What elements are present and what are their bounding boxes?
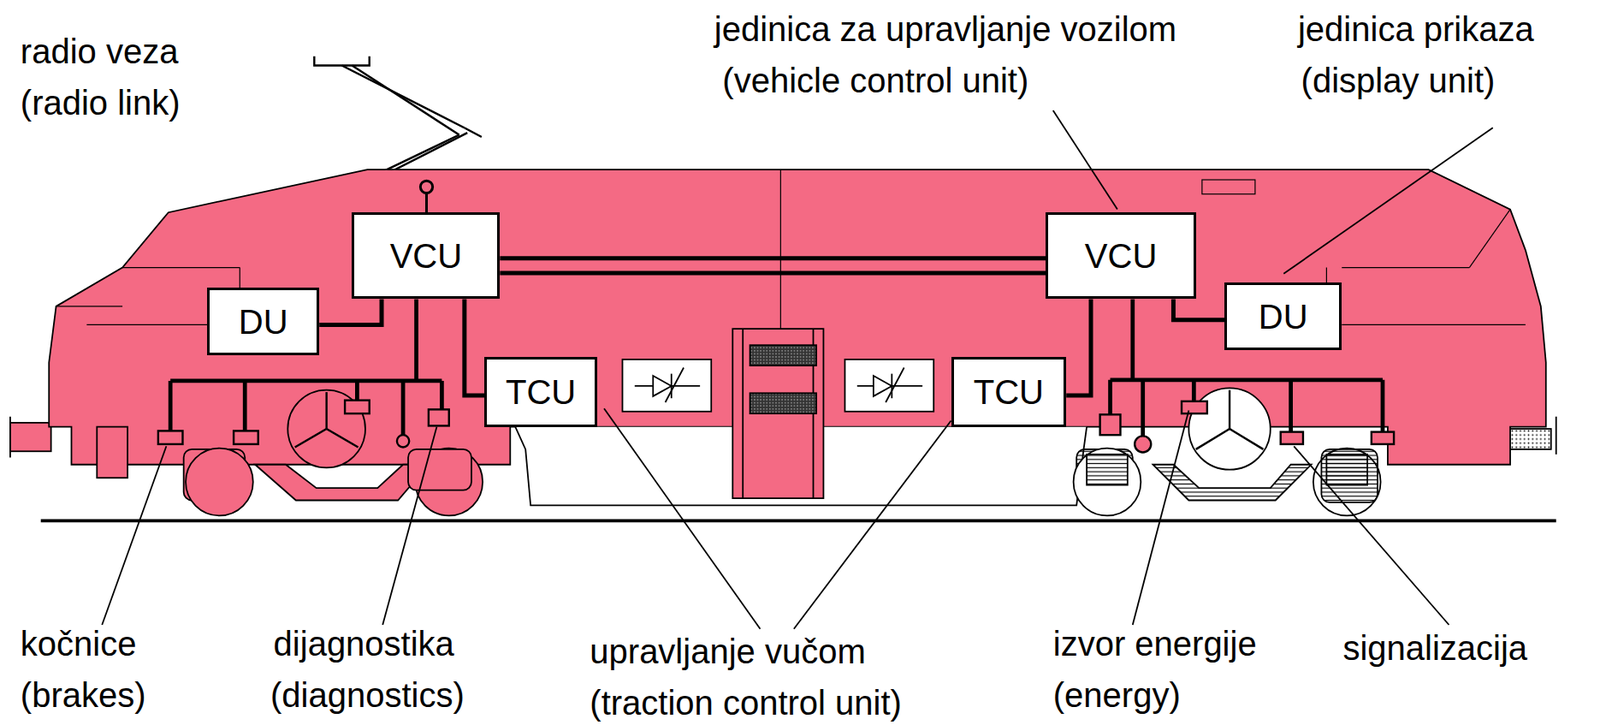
callout-label: (traction control unit) [589, 683, 902, 722]
callout-label: kočnice [20, 624, 137, 663]
callout-label: upravljanje vučom [589, 632, 866, 670]
control-unit-box: VCU [351, 212, 500, 299]
unit-abbreviation: DU [238, 304, 289, 339]
callout-label: (radio link) [20, 83, 181, 122]
callout-label: jedinica prikaza [1297, 10, 1535, 48]
traction-unit-box: TCU [951, 356, 1067, 427]
unit-abbreviation: TCU [505, 374, 576, 409]
callout-label: (diagnostics) [270, 675, 465, 714]
bus-connector [1173, 298, 1225, 320]
unit-abbreviation: DU [1258, 299, 1309, 334]
unit-abbreviation: TCU [973, 374, 1044, 409]
control-unit-box: VCU [1045, 212, 1196, 299]
bus-connector [319, 298, 382, 325]
display-unit-box: DU [1224, 282, 1342, 350]
bus-connector [499, 258, 1046, 273]
display-unit-box: DU [207, 287, 320, 356]
callout-label: jedinica za upravljanje vozilom [714, 10, 1177, 48]
callout-label: (brakes) [20, 675, 147, 714]
traction-unit-box: TCU [484, 356, 597, 427]
callout-label: (energy) [1053, 675, 1181, 714]
callout-label: izvor energije [1053, 624, 1257, 663]
callout-label: (vehicle control unit) [722, 61, 1029, 100]
unit-abbreviation: VCU [390, 238, 463, 273]
unit-abbreviation: VCU [1084, 238, 1157, 273]
bus-connector [1066, 298, 1091, 396]
callout-label: (display unit) [1301, 61, 1496, 100]
callout-label: signalizacija [1342, 628, 1528, 667]
callout-label: radio veza [20, 32, 179, 71]
callout-label: dijagnostika [273, 624, 455, 663]
bus-connector [464, 298, 486, 396]
